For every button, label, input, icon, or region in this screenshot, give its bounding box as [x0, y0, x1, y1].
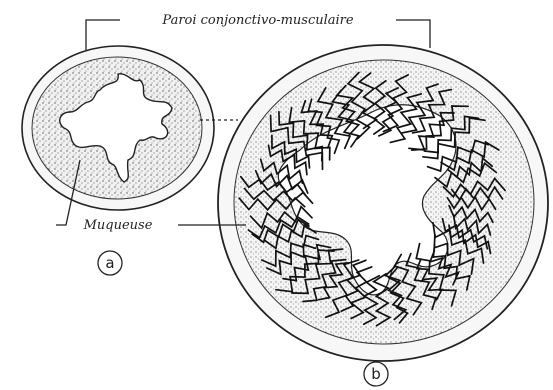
panel-b-marker: b — [364, 362, 388, 386]
mucosa-label: Muqueuse — [83, 218, 153, 233]
panel-a-marker: a — [98, 251, 122, 275]
section-b — [218, 45, 548, 361]
wall-leader-b — [396, 20, 430, 48]
panel-b-label: b — [371, 365, 381, 383]
section-a — [22, 46, 214, 210]
panel-a-label: a — [105, 254, 114, 272]
wall-label: Paroi conjonctivo-musculaire — [161, 13, 353, 28]
